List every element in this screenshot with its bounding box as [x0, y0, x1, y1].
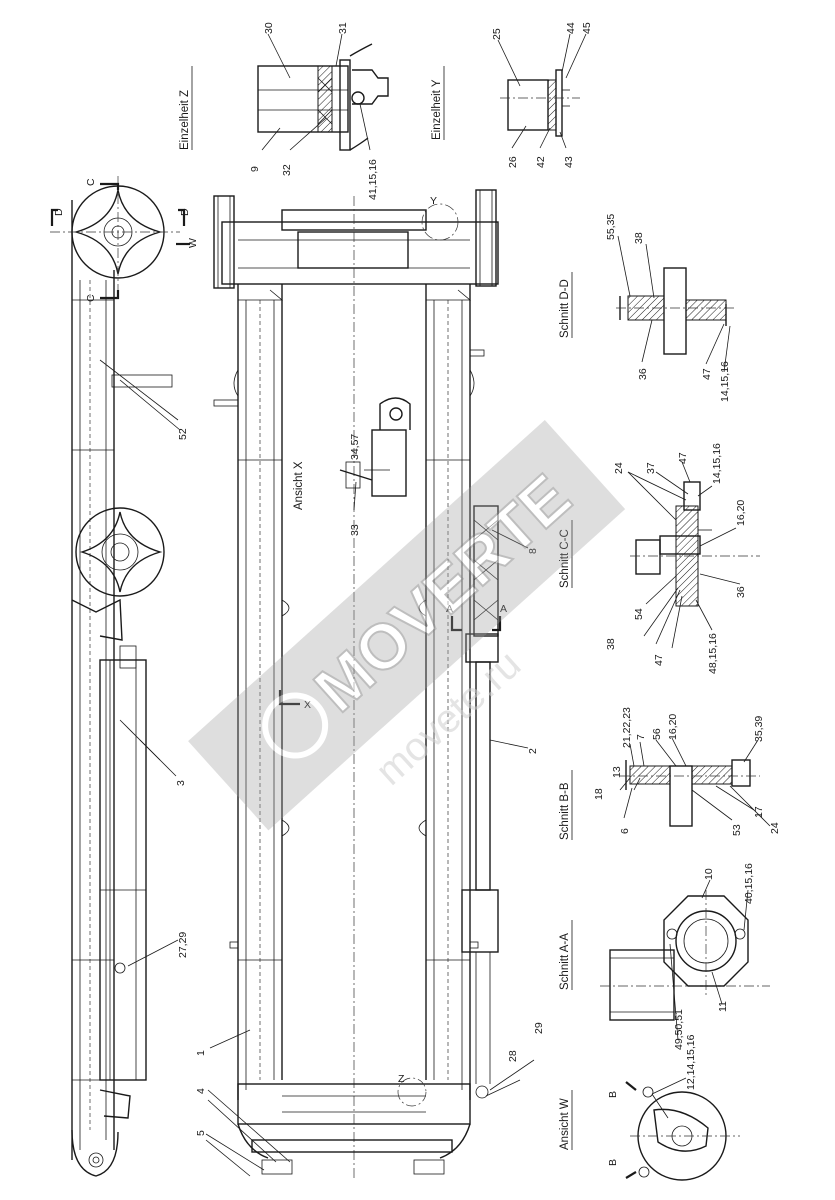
- label-41-15-16: 41,15,16: [367, 159, 379, 200]
- label-25: 25: [491, 28, 503, 40]
- marker-c-bottom: C: [85, 294, 97, 302]
- label-4: 4: [195, 1088, 207, 1094]
- marker-w: W: [187, 238, 199, 248]
- label-29: 29: [533, 1022, 545, 1034]
- label-27-29: 27,29: [177, 932, 189, 958]
- label-37: 37: [645, 462, 657, 474]
- marker-y: Y: [430, 195, 437, 207]
- label-36: 36: [637, 368, 649, 380]
- label-52: 52: [177, 428, 189, 440]
- label-35-39: 35,39: [753, 716, 765, 742]
- label-7: 7: [635, 734, 647, 740]
- label-43: 43: [563, 156, 575, 168]
- marker-d-right: D: [179, 208, 191, 216]
- side-view: C C D D W: [50, 176, 199, 1177]
- label-14-15-16-cc: 14,15,16: [711, 443, 723, 484]
- label-44: 44: [565, 22, 577, 34]
- detail-z: Einzelheit Z 30 31 9 32 41,15,16: [179, 22, 389, 200]
- label-53: 53: [731, 824, 743, 836]
- cylinder-2: A A 8 2 28 29: [446, 505, 545, 1099]
- label-21-22-23: 21,22,23: [621, 707, 633, 748]
- label-24-bb: 24: [769, 822, 781, 834]
- label-3: 3: [175, 780, 187, 786]
- label-24: 24: [613, 462, 625, 474]
- label-13: 13: [611, 766, 623, 778]
- watermark-logo-icon: [262, 692, 329, 759]
- label-45: 45: [581, 22, 593, 34]
- label-30: 30: [263, 22, 275, 34]
- label-18: 18: [593, 788, 605, 800]
- section-a-a: Schnitt A-A 10 40,15,16 49,50,51 11: [559, 863, 770, 1050]
- label-31: 31: [337, 22, 349, 34]
- view-w-title: Ansicht W: [559, 1098, 571, 1150]
- label-42: 42: [535, 156, 547, 168]
- section-c-c: Schnitt C-C 24 37 47 14,15,16 16,20 54 3…: [559, 443, 760, 674]
- marker-d-left: D: [53, 208, 65, 216]
- label-9: 9: [249, 166, 261, 172]
- label-48-15-16: 48,15,16: [707, 633, 719, 674]
- marker-x: X: [304, 699, 311, 711]
- section-b-b: Schnitt B-B 21,22,23 7 56 16,20 35,39 18…: [559, 707, 781, 840]
- label-28: 28: [507, 1050, 519, 1062]
- watermark-brand: MOVERTE: [301, 460, 584, 725]
- label-47-top: 47: [677, 452, 689, 464]
- label-47: 47: [701, 368, 713, 380]
- label-26: 26: [507, 156, 519, 168]
- label-40-15-16: 40,15,16: [743, 863, 755, 904]
- label-5: 5: [195, 1130, 207, 1136]
- marker-b-top: B: [607, 1091, 619, 1098]
- marker-a-right: A: [500, 603, 507, 615]
- label-54: 54: [633, 608, 645, 620]
- label-47-bottom: 47: [653, 654, 665, 666]
- marker-b-bottom: B: [607, 1159, 619, 1166]
- label-56: 56: [651, 728, 663, 740]
- main-frame: Y Z X 1 4 5: [195, 189, 499, 1180]
- section-dd-title: Schnitt D-D: [559, 279, 571, 338]
- section-cc-title: Schnitt C-C: [559, 529, 571, 588]
- label-14-15-16: 14,15,16: [719, 361, 731, 402]
- marker-z: Z: [398, 1073, 405, 1085]
- section-aa-title: Schnitt A-A: [559, 933, 571, 990]
- label-49-50-51: 49,50,51: [673, 1009, 685, 1050]
- label-38-cc: 38: [605, 638, 617, 650]
- label-10: 10: [703, 868, 715, 880]
- detail-y: Einzelheit Y 25 44 45 26 42 43: [431, 22, 593, 168]
- detail-y-title: Einzelheit Y: [431, 79, 443, 140]
- view-w: Ansicht W B B 12,14,15,16: [559, 1034, 740, 1181]
- label-34-57: 34,57: [349, 434, 361, 460]
- marker-c-top: C: [85, 178, 97, 186]
- label-1: 1: [195, 1050, 207, 1056]
- label-33: 33: [349, 524, 361, 536]
- view-x-title: Ansicht X: [293, 461, 305, 510]
- label-36-cc: 36: [735, 586, 747, 598]
- label-16-20-cc: 16,20: [735, 500, 747, 526]
- label-6: 6: [619, 828, 631, 834]
- view-x: Ansicht X 34,57 33: [293, 397, 411, 536]
- detail-z-title: Einzelheit Z: [179, 90, 191, 150]
- label-38: 38: [633, 232, 645, 244]
- label-16-20-bb: 16,20: [667, 714, 679, 740]
- label-12-14-15-16: 12,14,15,16: [685, 1034, 697, 1090]
- marker-a-left: A: [446, 603, 453, 615]
- label-17: 17: [753, 806, 765, 818]
- section-bb-title: Schnitt B-B: [559, 782, 571, 840]
- section-d-d: Schnitt D-D 55,35 38 36 47 14,15,16: [559, 214, 736, 402]
- label-8: 8: [527, 548, 539, 554]
- label-55-35: 55,35: [605, 214, 617, 240]
- label-32: 32: [281, 164, 293, 176]
- label-2: 2: [527, 748, 539, 754]
- label-11: 11: [717, 1001, 729, 1012]
